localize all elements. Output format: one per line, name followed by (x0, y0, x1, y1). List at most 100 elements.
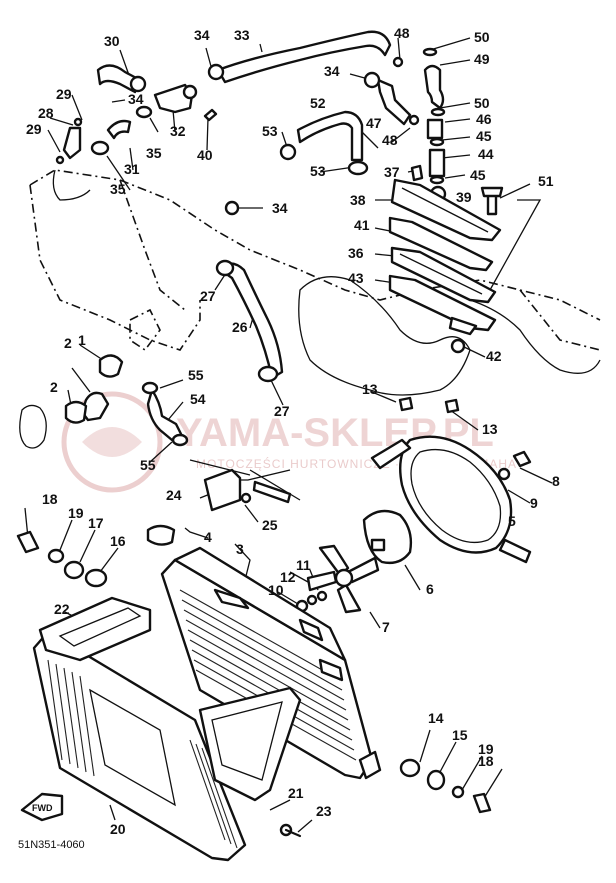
callout-15: 15 (452, 727, 468, 743)
radiator-filler-neck (213, 588, 250, 610)
clamp-55-lower (171, 433, 189, 447)
callout-45: 45 (470, 167, 486, 183)
clamp-53-upper (279, 143, 297, 161)
bolt-51-head (480, 186, 504, 198)
callout-labels: 1223456789101112131314151617181819192021… (26, 25, 560, 837)
front-arrow-icon: FWD (20, 792, 64, 822)
bypass-hoses-assembly (55, 64, 218, 165)
callout-31: 31 (124, 161, 140, 177)
radiator-outlet (298, 618, 324, 642)
callout-10: 10 (268, 582, 284, 598)
radiator-bracket (318, 658, 344, 682)
callout-19: 19 (68, 505, 84, 521)
callout-17: 17 (88, 515, 104, 531)
collar-9 (497, 467, 511, 481)
callout-25: 25 (262, 517, 278, 533)
cap-2-upper (98, 354, 124, 378)
callout-34: 34 (194, 27, 210, 43)
callout-54: 54 (190, 391, 206, 407)
bracket-24-arm (252, 480, 292, 504)
screw-37 (410, 164, 424, 182)
callout-46: 46 (476, 111, 492, 127)
callout-47: 47 (366, 115, 382, 131)
bolt-40 (203, 108, 218, 122)
callout-43: 43 (348, 270, 364, 286)
callout-32: 32 (170, 123, 186, 139)
callout-7: 7 (382, 619, 390, 635)
grille-22 (38, 596, 152, 662)
callout-39: 39 (456, 189, 472, 205)
callout-45: 45 (476, 128, 492, 144)
callout-38: 38 (350, 192, 366, 208)
callout-13: 13 (362, 381, 378, 397)
shroud-bracket-5 (370, 438, 412, 470)
joint-32 (153, 83, 194, 114)
callout-36: 36 (348, 245, 364, 261)
hose-30 (96, 64, 142, 94)
callout-53: 53 (262, 123, 278, 139)
callout-33: 33 (234, 27, 250, 43)
hose-26 (216, 262, 284, 380)
bracket-24 (203, 468, 242, 512)
callout-2: 2 (50, 379, 58, 395)
callout-37: 37 (384, 164, 400, 180)
callout-29: 29 (56, 86, 72, 102)
hose-52 (296, 110, 364, 162)
part-code: 51N351-4060 (18, 839, 85, 851)
washer-19-upper (47, 548, 65, 564)
callout-2: 2 (64, 335, 72, 351)
callout-6: 6 (426, 581, 434, 597)
bolt-18-lower (472, 792, 492, 814)
callout-18: 18 (42, 491, 58, 507)
radiator-cover-20 (32, 630, 247, 862)
callout-34: 34 (324, 63, 340, 79)
callout-48: 48 (394, 25, 410, 41)
radiator-bottom-mount (358, 750, 382, 780)
frame-left-line (29, 184, 201, 351)
callout-26: 26 (232, 319, 248, 335)
frame-right-line (519, 289, 601, 351)
clamp-27-lower (257, 365, 279, 383)
callout-20: 20 (110, 821, 126, 837)
oring-45-upper (429, 137, 445, 147)
callout-41: 41 (354, 217, 370, 233)
oring-50-lower (430, 107, 446, 117)
hose-49 (423, 64, 445, 110)
oring-50-upper (422, 47, 438, 57)
callout-1: 1 (78, 332, 86, 348)
frame-left-hook (52, 169, 91, 201)
callout-23: 23 (316, 803, 332, 819)
clip-29-upper (73, 117, 83, 127)
oring-48-lower (408, 114, 420, 126)
thermostat-housing (388, 178, 502, 354)
grommet-14 (399, 758, 421, 778)
callout-16: 16 (110, 533, 126, 549)
gasket-41 (388, 216, 494, 272)
callout-24: 24 (166, 487, 182, 503)
callout-50: 50 (474, 95, 490, 111)
callout-50: 50 (474, 29, 490, 45)
pipe-44 (428, 148, 446, 178)
bolt-13-left (398, 396, 414, 412)
callout-3: 3 (236, 541, 244, 557)
callout-5: 5 (508, 513, 516, 529)
gasket-43 (388, 274, 497, 332)
fan-motor-shaft (370, 538, 386, 552)
callout-42: 42 (486, 348, 502, 364)
clamp-53-lower (347, 160, 369, 176)
fan-shroud-5 (399, 435, 513, 554)
washer-12 (306, 594, 318, 606)
callout-44: 44 (478, 146, 494, 162)
radiator-top-tank (173, 546, 347, 662)
callout-51: 51 (538, 173, 554, 189)
shroud-foot-5 (498, 538, 532, 564)
callout-29: 29 (26, 121, 42, 137)
water-pump-outline (19, 404, 47, 449)
callout-27: 27 (274, 403, 290, 419)
washer-11 (316, 590, 328, 602)
clamp-34-mid (224, 200, 240, 216)
oring-48-upper (392, 56, 404, 68)
clamp-55-upper (141, 381, 159, 395)
